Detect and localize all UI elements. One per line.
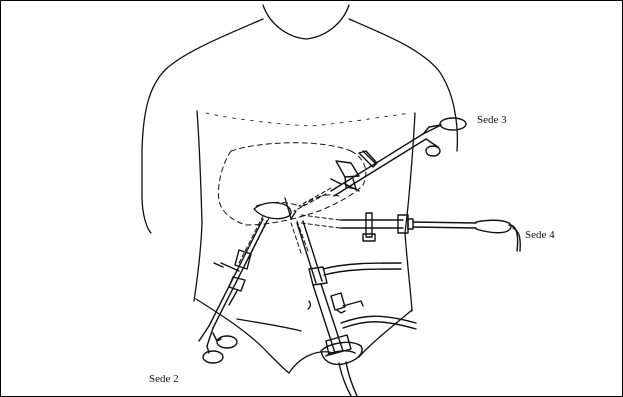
site3-label: Sede 3 [477,114,507,126]
site2-label: Sede 2 [149,373,179,385]
site4-instrument [341,213,520,251]
gallbladder [254,198,296,219]
site4-label: Sede 4 [525,229,555,241]
laparoscope [297,221,416,396]
instrument-paths [239,188,340,265]
site3-grasper [331,118,466,196]
torso-outline [142,5,457,373]
